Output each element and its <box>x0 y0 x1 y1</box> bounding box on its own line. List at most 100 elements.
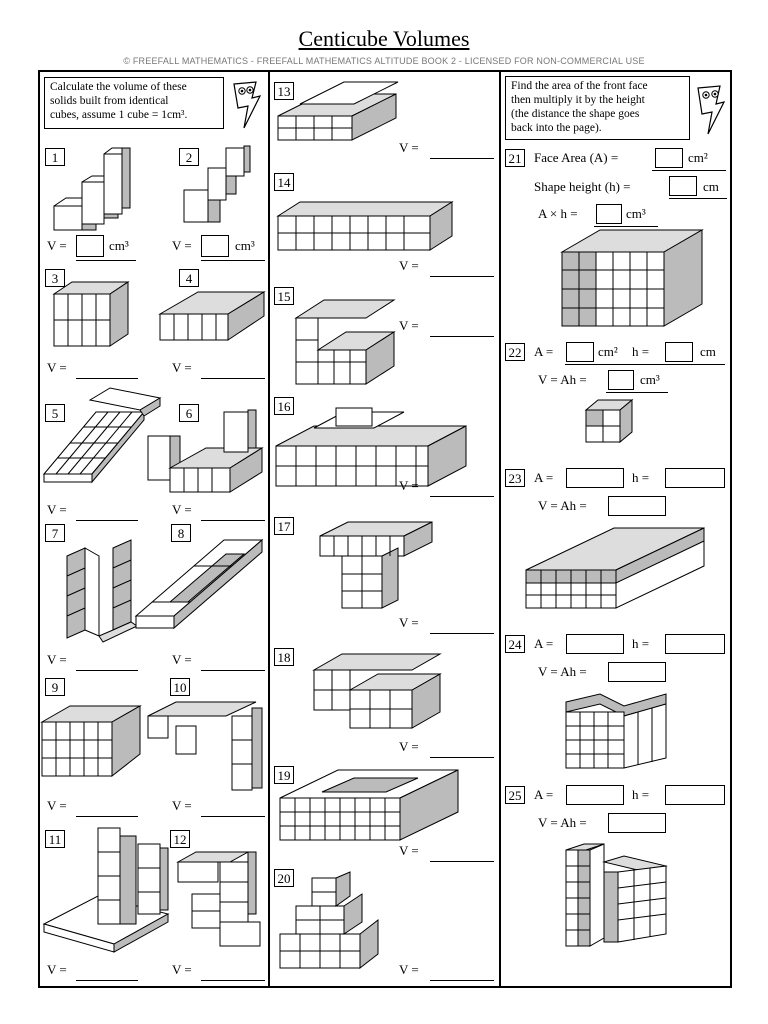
volume-input[interactable] <box>608 662 666 682</box>
right-instruction-line: then multiply it by the height <box>511 94 645 106</box>
unit-label: cm³ <box>109 238 129 253</box>
face-area-label: Face Area (A) = <box>534 150 619 165</box>
answer-box[interactable] <box>201 235 229 257</box>
h-label: h = <box>632 470 650 485</box>
answer-underline <box>201 980 265 981</box>
problem-number: 17 <box>274 517 294 535</box>
copyright-line: © FREEFALL MATHEMATICS - FREEFALL MATHEM… <box>123 56 645 66</box>
answer-underline <box>652 170 726 171</box>
cube-solid-icon <box>147 409 264 493</box>
volume-label: V = <box>47 360 67 375</box>
answer-underline <box>201 260 265 261</box>
problem-number: 18 <box>274 648 294 666</box>
cube-solid-icon <box>565 843 668 947</box>
problem-number: 12 <box>170 830 190 848</box>
cube-solid-icon <box>42 827 170 953</box>
unit-label: cm³ <box>640 372 660 387</box>
volume-input[interactable] <box>608 496 666 516</box>
cube-solid-icon <box>565 693 667 769</box>
volume-label: V = <box>172 238 192 253</box>
problem-number: 21 <box>505 149 525 167</box>
cube-solid-icon <box>279 769 459 841</box>
page-title: Centicube Volumes <box>298 26 470 51</box>
left-instructions: Calculate the volume of these solids bui… <box>44 77 224 129</box>
v-eq-ah-label: V = Ah = <box>538 664 587 679</box>
a-times-h-label: A × h = <box>538 206 578 221</box>
h-label: h = <box>632 344 650 359</box>
cube-solid-icon <box>525 527 705 609</box>
volume-label: V = <box>399 739 419 754</box>
height-input[interactable] <box>665 342 693 362</box>
cube-solid-icon <box>42 387 162 484</box>
right-instructions: Find the area of the front face then mul… <box>505 76 690 140</box>
height-input[interactable] <box>665 634 725 654</box>
problem-number: 11 <box>45 830 65 848</box>
volume-label: V = <box>47 962 67 977</box>
answer-underline <box>430 633 494 634</box>
cube-solid-icon <box>584 398 634 444</box>
problem-number: 20 <box>274 869 294 887</box>
problem-number: 13 <box>274 82 294 100</box>
answer-underline <box>430 980 494 981</box>
cube-solid-icon <box>312 653 442 729</box>
answer-underline <box>201 816 265 817</box>
h-label: h = <box>632 636 650 651</box>
volume-label: V = <box>47 798 67 813</box>
answer-underline <box>430 496 494 497</box>
answer-underline <box>76 816 138 817</box>
answer-underline <box>430 276 494 277</box>
cube-solid-icon <box>276 201 454 251</box>
volume-label: V = <box>399 478 419 493</box>
answer-underline <box>594 226 658 227</box>
volume-label: V = <box>399 258 419 273</box>
volume-input[interactable] <box>608 370 634 390</box>
cube-solid-icon <box>183 145 251 223</box>
unit-label: cm³ <box>235 238 255 253</box>
height-input[interactable] <box>665 785 725 805</box>
volume-input[interactable] <box>596 204 622 224</box>
unit-label: cm³ <box>626 206 646 221</box>
volume-input[interactable] <box>608 813 666 833</box>
cube-solid-icon <box>52 281 130 347</box>
volume-label: V = <box>172 798 192 813</box>
cube-solid-icon <box>279 871 379 970</box>
answer-underline <box>606 392 668 393</box>
face-area-input[interactable] <box>655 148 683 168</box>
face-area-input[interactable] <box>566 342 594 362</box>
v-eq-ah-label: V = Ah = <box>538 372 587 387</box>
volume-label: V = <box>47 238 67 253</box>
right-instruction-line: Find the area of the front face <box>511 80 648 92</box>
cube-solid-icon <box>560 229 704 327</box>
face-area-input[interactable] <box>566 634 624 654</box>
face-area-input[interactable] <box>566 785 624 805</box>
volume-label: V = <box>399 318 419 333</box>
a-label: A = <box>534 787 554 802</box>
answer-underline <box>76 378 138 379</box>
answer-underline <box>430 757 494 758</box>
unit-label: cm² <box>598 344 618 359</box>
answer-underline <box>76 670 138 671</box>
a-label: A = <box>534 470 554 485</box>
h-label: h = <box>632 787 650 802</box>
cube-solid-icon <box>294 299 396 385</box>
height-input[interactable] <box>665 468 725 488</box>
answer-underline <box>201 670 265 671</box>
problem-number: 25 <box>505 786 525 804</box>
face-area-input[interactable] <box>566 468 624 488</box>
v-eq-ah-label: V = Ah = <box>538 815 587 830</box>
problem-number: 9 <box>45 678 65 696</box>
answer-underline <box>565 364 725 365</box>
answer-box[interactable] <box>76 235 104 257</box>
answer-underline <box>201 378 265 379</box>
cube-solid-icon <box>134 538 264 630</box>
answer-underline <box>76 980 138 981</box>
answer-underline <box>430 158 494 159</box>
shape-height-input[interactable] <box>669 176 697 196</box>
unit-label: cm² <box>688 150 708 165</box>
volume-label: V = <box>172 652 192 667</box>
left-instruction-line: solids built from identical <box>50 95 169 107</box>
v-eq-ah-label: V = Ah = <box>538 498 587 513</box>
unit-label: cm <box>700 344 716 359</box>
cube-solid-icon <box>176 851 261 947</box>
problem-number: 4 <box>179 269 199 287</box>
